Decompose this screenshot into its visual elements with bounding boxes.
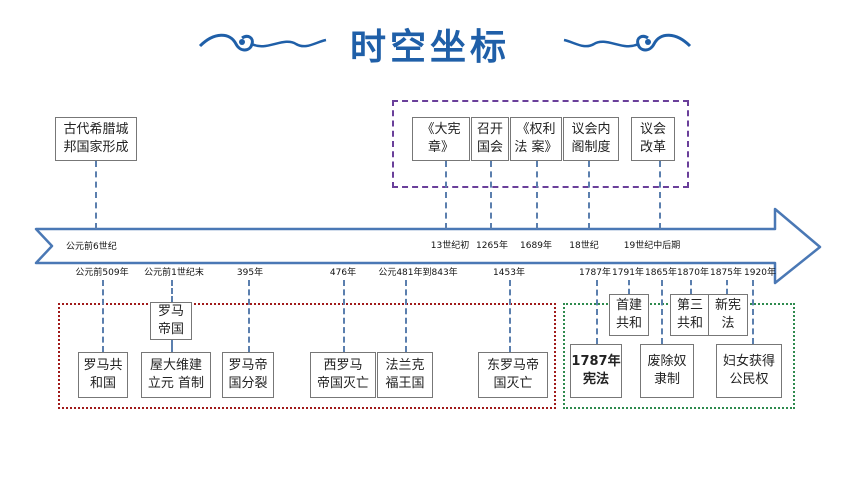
- event-box-rome-republic: 罗马共 和国: [78, 352, 128, 398]
- event-box-parliament-reform: 议会 改革: [631, 117, 675, 161]
- left-swirl-ornament: [198, 33, 327, 52]
- connector-magna: [445, 161, 447, 229]
- connector-octavian: [171, 280, 173, 302]
- connector-rome-split: [248, 280, 250, 352]
- time-label-east-rome: 1453年: [493, 268, 525, 278]
- connector-us-const: [596, 280, 598, 344]
- event-box-greek-city-states: 古代希腊城 邦国家形成: [55, 117, 137, 161]
- connector-greek: [95, 161, 97, 229]
- time-label-rome-republic: 公元前509年: [75, 268, 129, 278]
- time-label-rome-split: 395年: [236, 268, 264, 278]
- time-label-frankish: 公元481年到843年: [378, 268, 458, 278]
- time-label-west-rome: 476年: [329, 268, 357, 278]
- time-label-cabinet: 18世纪: [569, 241, 599, 251]
- event-box-rome-split: 罗马帝 国分裂: [222, 352, 274, 398]
- event-box-abolish-slavery: 废除奴 隶制: [640, 344, 694, 398]
- event-box-magna-carta: 《大宪 章》: [412, 117, 470, 161]
- connector-new-const: [726, 280, 728, 294]
- event-box-first-republic: 首建 共和: [609, 294, 649, 336]
- event-box-us-constitution: 1787年 宪法: [570, 344, 622, 398]
- connector-third-rep: [690, 280, 692, 294]
- event-box-octavian: 屋大维建 立元 首制: [141, 352, 211, 398]
- time-label-suffrage: 1920年: [744, 268, 776, 278]
- connector-reform: [659, 161, 661, 229]
- connector-frankish: [405, 280, 407, 352]
- time-label-magna: 13世纪初: [430, 241, 470, 251]
- connector-rome-empire: [171, 340, 173, 352]
- group-frame-britain: [392, 100, 689, 188]
- connector-rights: [536, 161, 538, 229]
- event-box-east-rome: 东罗马帝 国灭亡: [478, 352, 548, 398]
- connector-parl: [490, 161, 492, 229]
- event-box-new-constitution: 新宪 法: [708, 294, 748, 336]
- connector-west-rome: [343, 280, 345, 352]
- time-label-parl: 1265年: [476, 241, 508, 251]
- right-swirl-ornament: [563, 33, 692, 52]
- event-box-bill-of-rights: 《权利 法 案》: [510, 117, 562, 161]
- time-label-reform: 19世纪中后期: [623, 241, 681, 251]
- time-label-abolish: 1865年: [645, 268, 677, 278]
- time-label-first-rep: 1791年: [612, 268, 644, 278]
- time-label-new-const: 1875年: [710, 268, 742, 278]
- event-box-parliament: 召开 国会: [471, 117, 509, 161]
- connector-east-rome: [509, 280, 511, 352]
- page-title: 时空坐标: [349, 27, 510, 68]
- event-box-west-rome: 西罗马 帝国灭亡: [310, 352, 376, 398]
- timeline-arrow: [34, 207, 822, 285]
- group-frame-rome: [58, 303, 556, 409]
- time-label-octavian: 公元前1世纪末: [144, 268, 204, 278]
- connector-suffrage: [752, 280, 754, 344]
- time-label-us-const: 1787年: [579, 268, 611, 278]
- connector-cabinet: [588, 161, 590, 229]
- event-box-women-suffrage: 妇女获得 公民权: [716, 344, 782, 398]
- connector-first-rep: [628, 280, 630, 294]
- time-label-greek: 公元前6世纪: [66, 242, 117, 252]
- connector-rome-republic: [102, 280, 104, 352]
- connector-abolish: [661, 280, 663, 344]
- event-box-cabinet-system: 议会内 阁制度: [563, 117, 619, 161]
- event-box-rome-empire: 罗马 帝国: [150, 302, 192, 340]
- time-label-third-rep: 1870年: [677, 268, 709, 278]
- time-label-rights: 1689年: [520, 241, 552, 251]
- event-box-frankish: 法兰克 福王国: [377, 352, 433, 398]
- event-box-third-republic: 第三 共和: [670, 294, 710, 336]
